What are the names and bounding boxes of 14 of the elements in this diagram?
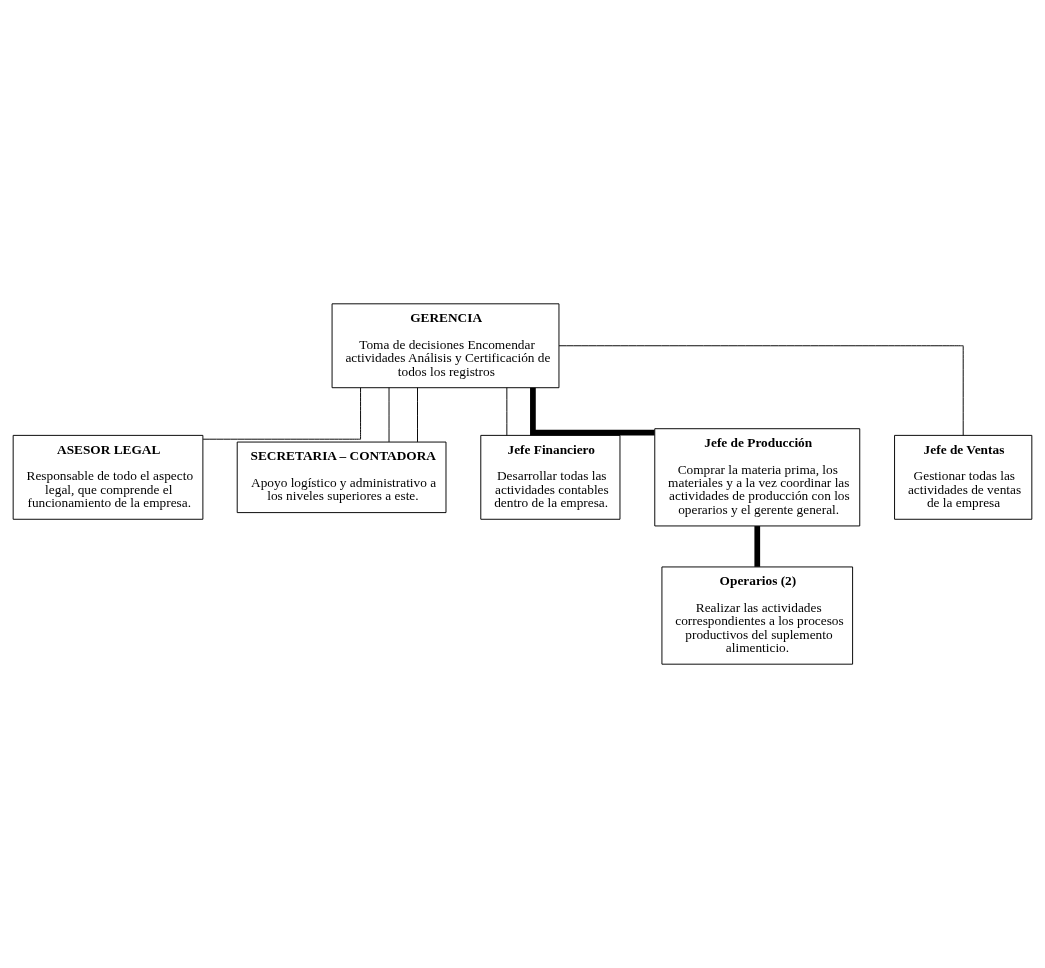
connector — [506, 387, 508, 436]
node-box: ASESOR LEGAL Responsable de todo el aspecto legal, que comprende el funcionamiento de la empresa. — [12, 434, 204, 520]
node-box: SECRETARIA – CONTADORA Apoyo logístico y administrativo a los niveles superiores a este. — [236, 441, 447, 514]
connector — [202, 387, 362, 440]
node-box: Jefe Financiero Desarrollar todas las actividades contables dentro de la empresa. — [480, 434, 621, 520]
connector — [558, 345, 964, 436]
connector — [417, 387, 418, 443]
node-box: Jefe de Producción Comprar la materia prima, los materiales y a la vez coordinar las actividades de producción con los operarios y el gerente general. — [654, 428, 861, 527]
node-box: Jefe de Ventas Gestionar todas las actividades de ventas de la empresa — [894, 434, 1033, 520]
connector — [388, 387, 390, 443]
node-box: Operarios (2) Realizar las actividades correspondientes a los procesos productivos del suplemento alimenticio. — [661, 566, 854, 665]
connector — [754, 526, 761, 567]
connector — [530, 387, 655, 436]
node-box: GERENCIA Toma de decisiones Encomendar actividades Análisis y Certificación de todos los registros — [331, 303, 560, 389]
